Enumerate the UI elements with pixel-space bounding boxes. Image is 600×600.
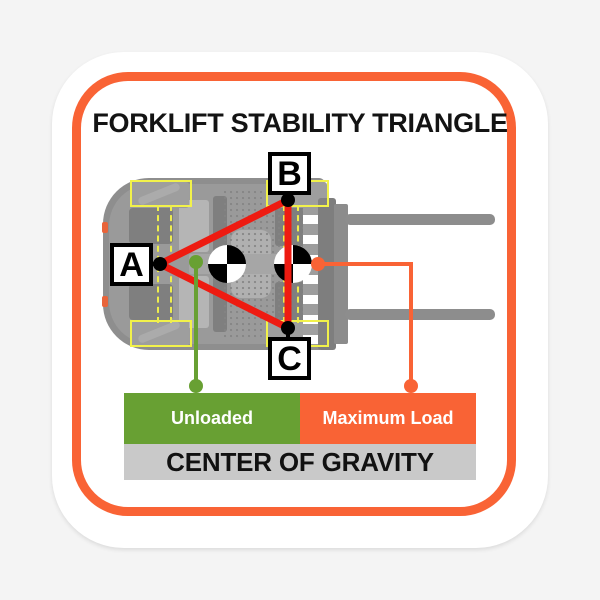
vertex-label-b: B bbox=[268, 152, 311, 195]
guide-line-rear-b bbox=[170, 205, 172, 323]
legend-item-maximum-load: Maximum Load bbox=[300, 393, 476, 444]
cg-marker-unloaded bbox=[208, 245, 246, 283]
vertex-label-a: A bbox=[110, 243, 153, 286]
wheel-highlight-rear-left bbox=[130, 180, 192, 207]
forklift-carriage bbox=[303, 204, 320, 344]
legend-item-unloaded: Unloaded bbox=[124, 393, 300, 444]
forklift-mast-outer bbox=[334, 204, 348, 344]
forklift-nose-tab-bottom bbox=[102, 296, 108, 307]
legend-row: Unloaded Maximum Load bbox=[124, 393, 476, 444]
guide-line-rear-a bbox=[157, 205, 159, 323]
vertex-label-c: C bbox=[268, 337, 311, 380]
forklift-fork-top bbox=[345, 214, 495, 225]
forklift-nose-tab-top bbox=[102, 222, 108, 233]
forklift-panel-2 bbox=[129, 284, 173, 320]
wheel-highlight-rear-right bbox=[130, 320, 192, 347]
center-of-gravity-caption: CENTER OF GRAVITY bbox=[124, 444, 476, 480]
cg-marker-loaded bbox=[274, 245, 312, 283]
forklift-panel-1 bbox=[129, 208, 173, 244]
page-title: FORKLIFT STABILITY TRIANGLE bbox=[92, 108, 508, 138]
sticker-orange-border bbox=[72, 72, 516, 516]
forklift-fork-bottom bbox=[345, 309, 495, 320]
